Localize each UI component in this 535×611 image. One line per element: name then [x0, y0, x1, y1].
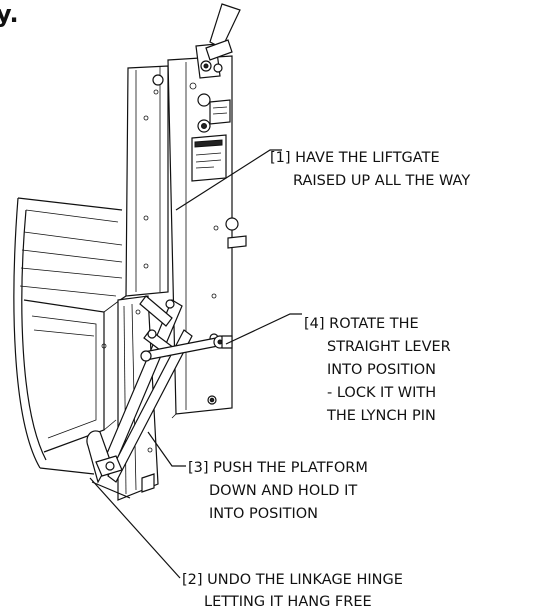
callout-1-line-2: RAISED UP ALL THE WAY	[293, 173, 470, 189]
right-column	[167, 3, 247, 419]
callout-1-line-1: [1] HAVE THE LIFTGATE	[270, 150, 440, 166]
callout-rotate-lever: [4] ROTATE THE STRAIGHT LEVER INTO POSIT…	[304, 316, 455, 424]
vehicle-body	[13, 197, 123, 475]
callout-3-line-1: [3] PUSH THE PLATFORM	[188, 460, 368, 476]
callout-4-line-2: STRAIGHT LEVER	[327, 339, 451, 355]
leader-lines	[89, 149, 302, 579]
callout-push-platform: [3] PUSH THE PLATFORM DOWN AND HOLD IT I…	[188, 460, 373, 522]
corner-mark: y.	[0, 0, 19, 28]
callout-2-line-2: LETTING IT HANG FREE	[204, 594, 372, 610]
straight-lever	[140, 335, 233, 362]
callout-4-line-1: [4] ROTATE THE	[304, 316, 419, 332]
callout-3-line-2: DOWN AND HOLD IT	[209, 483, 357, 499]
callout-4-line-4: - LOCK IT WITH	[327, 385, 436, 401]
callout-undo-hinge: [2] UNDO THE LINKAGE HINGE LETTING IT HA…	[182, 572, 408, 610]
callout-4-line-5: THE LYNCH PIN	[326, 408, 436, 424]
callout-2-line-1: [2] UNDO THE LINKAGE HINGE	[182, 572, 403, 588]
callout-4-line-3: INTO POSITION	[327, 362, 436, 378]
linkage-hinge	[86, 430, 131, 499]
callout-liftgate-raised: [1] HAVE THE LIFTGATE RAISED UP ALL THE …	[270, 150, 470, 189]
left-column	[119, 65, 169, 301]
callout-3-line-3: INTO POSITION	[209, 506, 318, 522]
